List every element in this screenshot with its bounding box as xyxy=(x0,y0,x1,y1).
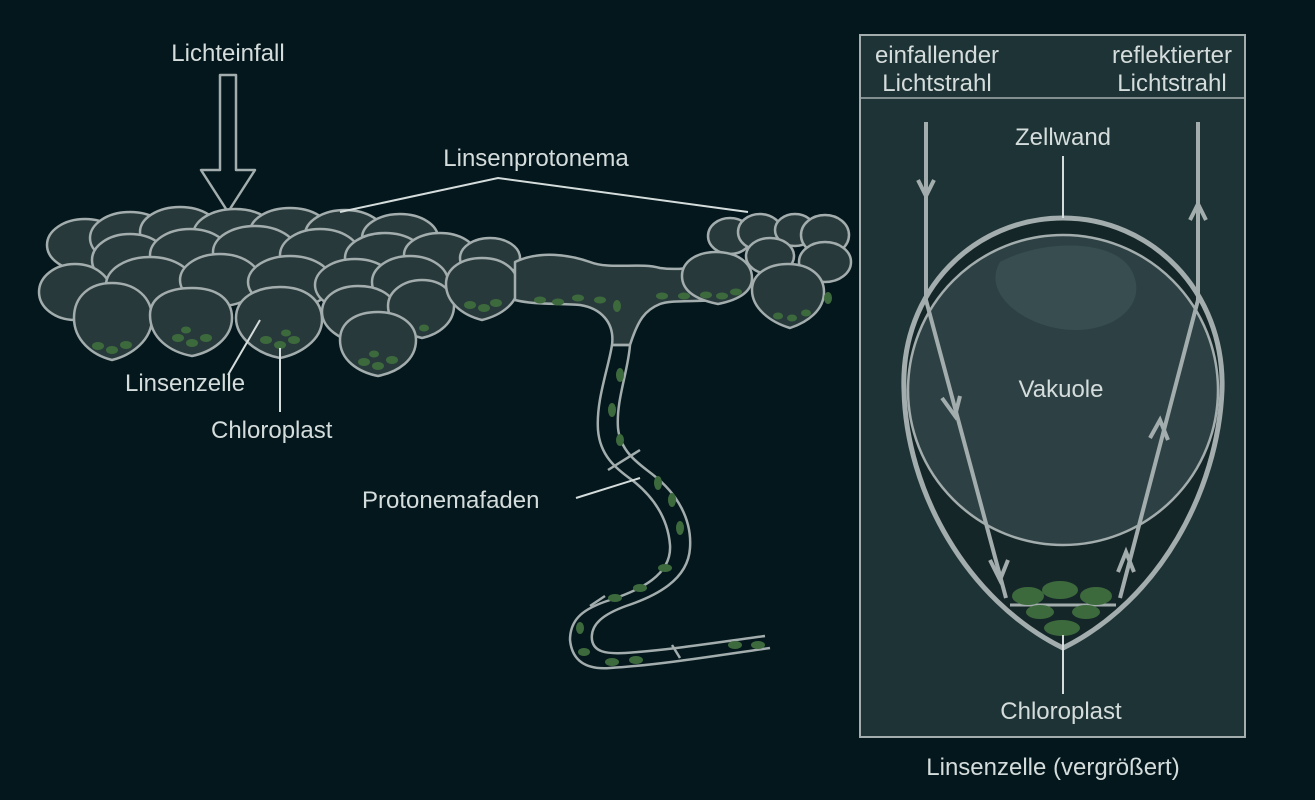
label-reflected-ray-line1: reflektierter xyxy=(1111,42,1233,69)
right-cell-cluster xyxy=(680,212,853,330)
enlarged-lens-cell xyxy=(901,215,1225,651)
left-cell-cluster xyxy=(37,205,522,322)
label-incident-ray-line1: einfallender xyxy=(874,42,1000,69)
label-lens-cell-enlarged: Linsenzelle (vergrößert) xyxy=(926,754,1180,781)
label-vacuole: Vakuole xyxy=(1018,376,1104,403)
label-incident-ray: einfallender Lichtstrahl xyxy=(875,42,999,99)
incident-ray xyxy=(916,122,1010,599)
label-lens-cell: Linsenzelle xyxy=(125,370,246,397)
label-incident-ray-line2: Lichtstrahl xyxy=(882,70,992,98)
reflected-ray xyxy=(1116,122,1208,599)
label-light-incidence: Lichteinfall xyxy=(171,40,285,67)
leader-lines xyxy=(227,176,749,499)
protonema-tube xyxy=(513,253,771,670)
light-incidence-arrow xyxy=(199,73,257,214)
label-chloroplast-zoom: Chloroplast xyxy=(1000,698,1122,725)
enlarged-chloroplasts xyxy=(1012,581,1112,636)
label-reflected-ray-line2: Lichtstrahl xyxy=(1117,70,1227,98)
label-reflected-ray: reflektierter Lichtstrahl xyxy=(1112,42,1232,99)
label-protonema-thread: Protonemafaden xyxy=(362,487,540,514)
label-lens-protonema: Linsenprotonema xyxy=(443,145,629,172)
vacuole xyxy=(906,233,1220,547)
protonema-chloroplasts xyxy=(534,292,765,666)
left-chloroplasts xyxy=(92,299,502,370)
right-cluster-chloroplasts xyxy=(700,288,832,322)
label-chloroplast: Chloroplast xyxy=(211,417,333,444)
label-cell-wall: Zellwand xyxy=(1014,124,1112,151)
